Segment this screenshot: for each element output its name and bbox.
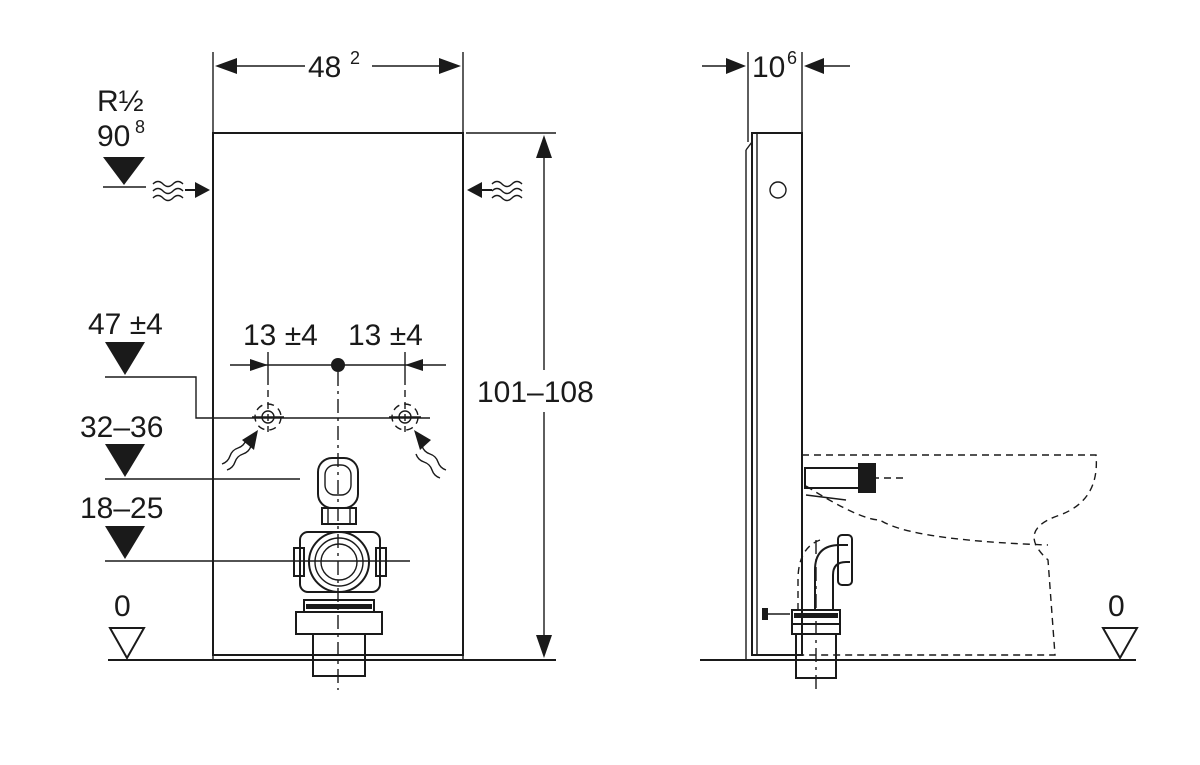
level-triangle-icon bbox=[108, 627, 146, 661]
valve-inlet-left bbox=[221, 430, 258, 471]
level-triangle-icon bbox=[105, 444, 145, 477]
height-dimension: 101–108 bbox=[466, 132, 594, 658]
depth-label: 10 bbox=[752, 51, 785, 84]
connection-height-label: 90 bbox=[97, 120, 130, 153]
flush-connector-side bbox=[804, 463, 876, 501]
water-inlet-wave-icon bbox=[491, 180, 523, 188]
flush-button bbox=[769, 181, 787, 199]
dimension-arrow-icon bbox=[536, 135, 552, 158]
water-inlet-right bbox=[467, 180, 523, 202]
depth-label-sup: 6 bbox=[787, 48, 797, 68]
center-point bbox=[331, 358, 345, 372]
dimension-arrow-icon bbox=[195, 182, 210, 198]
spacing-right-label: 13 ±4 bbox=[348, 319, 423, 352]
dimension-arrow-icon bbox=[414, 430, 431, 450]
level-triangle-icon bbox=[105, 526, 145, 559]
supply-valve-left bbox=[252, 403, 284, 431]
spacing-dimension bbox=[230, 352, 446, 690]
water-inlet-left bbox=[152, 180, 210, 202]
water-inlet-wave-icon bbox=[152, 187, 184, 195]
flush-bend-front bbox=[317, 457, 359, 525]
width-label-sup: 2 bbox=[350, 48, 360, 68]
level-triangle-icon bbox=[103, 157, 145, 185]
front-view: 48 2 101–108 R½ 90 8 bbox=[80, 48, 594, 690]
connection-height-sup: 8 bbox=[135, 117, 145, 137]
level-triangle-icon bbox=[1101, 627, 1139, 661]
dimension-arrow-icon bbox=[242, 430, 258, 450]
floor-label-front: 0 bbox=[114, 590, 131, 623]
toilet-bowl-outline bbox=[802, 454, 1098, 656]
side-view: 10 6 bbox=[700, 48, 1139, 690]
level-32-label: 32–36 bbox=[80, 411, 163, 444]
level-18-label: 18–25 bbox=[80, 492, 163, 525]
spacing-left-label: 13 ±4 bbox=[243, 319, 318, 352]
dimension-arrow-icon bbox=[405, 359, 423, 371]
dimension-arrow-icon bbox=[439, 58, 461, 74]
water-inlet-wave-icon bbox=[152, 180, 184, 188]
drain-elbow-side bbox=[762, 534, 853, 690]
dimension-arrow-icon bbox=[215, 58, 237, 74]
connection-size-label: R½ bbox=[97, 85, 144, 118]
level-47-label: 47 ±4 bbox=[88, 308, 163, 341]
valve-inlet-right bbox=[414, 430, 447, 479]
level-triangle-icon bbox=[105, 342, 145, 375]
height-range-label: 101–108 bbox=[477, 376, 594, 409]
width-label: 48 bbox=[308, 51, 341, 84]
level-47-line bbox=[105, 376, 430, 419]
drain-elbow-front bbox=[293, 531, 387, 677]
dimension-arrow-icon bbox=[726, 58, 746, 74]
depth-dimension: 10 6 bbox=[702, 48, 850, 142]
floor-label-side: 0 bbox=[1108, 590, 1125, 623]
dimension-arrow-icon bbox=[250, 359, 268, 371]
dimension-arrow-icon bbox=[804, 58, 824, 74]
supply-valve-right bbox=[389, 403, 421, 431]
dimension-arrow-icon bbox=[467, 182, 482, 198]
dimension-arrow-icon bbox=[536, 635, 552, 658]
module-side-outline bbox=[751, 132, 803, 656]
width-dimension: 48 2 bbox=[212, 48, 464, 133]
